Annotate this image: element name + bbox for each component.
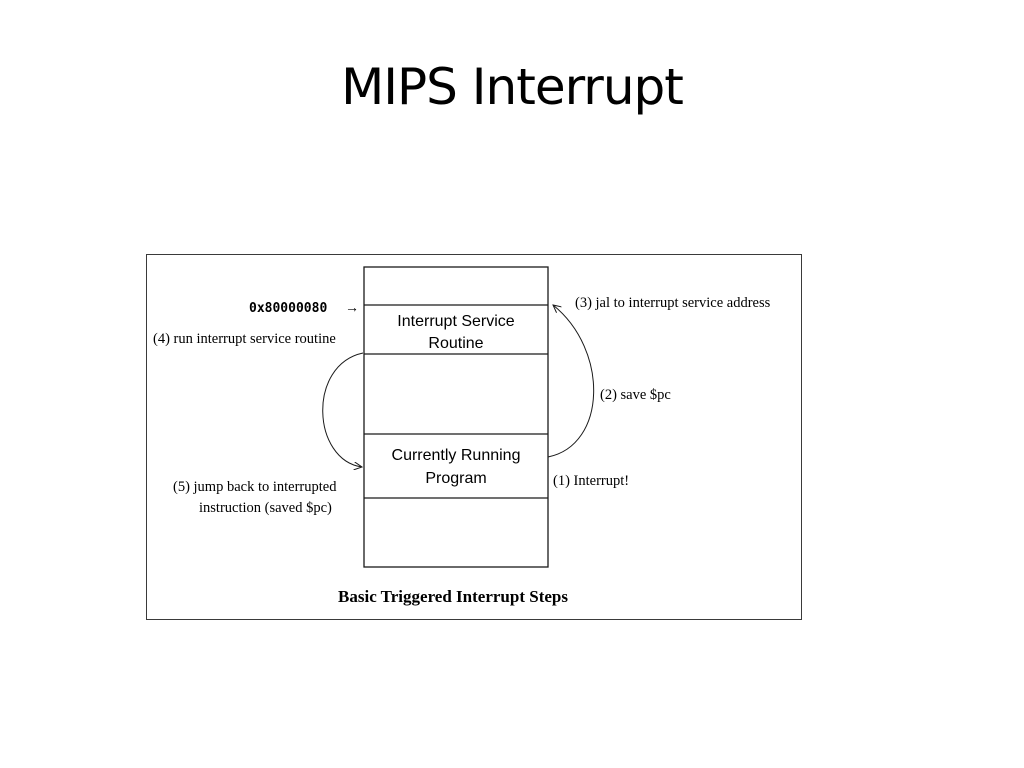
step1-label: (1) Interrupt!	[553, 473, 629, 489]
isr-block-label-line2: Routine	[428, 335, 483, 352]
isr-block-label-line1: Interrupt Service	[397, 313, 514, 330]
program-block-label-line2: Program	[425, 470, 486, 487]
slide-title: MIPS Interrupt	[341, 58, 684, 116]
memory-column	[363, 266, 549, 568]
return-jump-arrow	[322, 352, 363, 467]
isr-address-label: 0x80000080	[249, 301, 327, 316]
step5-label-line1: (5) jump back to interrupted	[173, 479, 337, 495]
step4-label: (4) run interrupt service routine	[153, 331, 336, 347]
interrupt-diagram: Interrupt Service Routine Currently Runn…	[146, 254, 802, 620]
interrupt-jump-arrow	[547, 305, 595, 458]
program-block-label-line1: Currently Running	[392, 447, 521, 464]
step3-label: (3) jal to interrupt service address	[575, 295, 771, 311]
step2-label: (2) save $pc	[600, 387, 671, 403]
step5-label-line2: instruction (saved $pc)	[199, 500, 332, 516]
diagram-caption: Basic Triggered Interrupt Steps	[338, 587, 568, 606]
diagram-canvas: Interrupt Service Routine Currently Runn…	[153, 266, 771, 606]
address-arrow-icon: →	[345, 299, 359, 315]
